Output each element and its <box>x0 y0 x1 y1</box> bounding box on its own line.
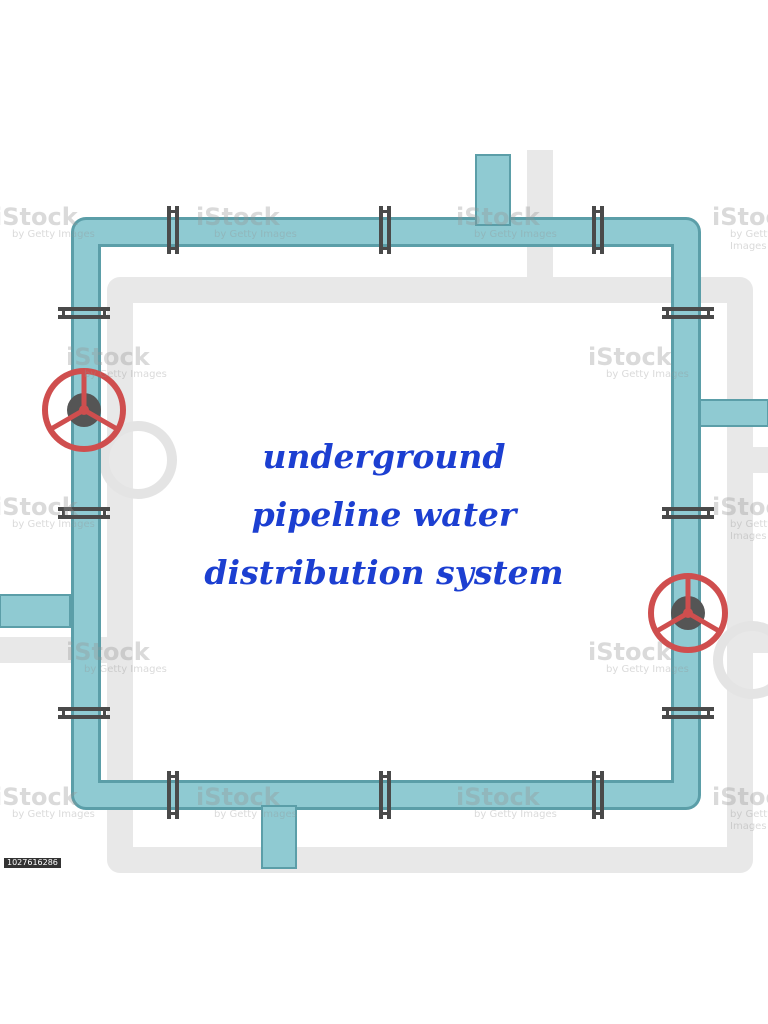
background-pipe-network <box>0 150 768 873</box>
pipe-flange <box>58 307 110 319</box>
pipe-flange <box>167 206 179 254</box>
caption-line-2: pipeline water <box>251 495 517 534</box>
stock-image-id: 1027616286 <box>4 858 61 868</box>
pipe-flange <box>662 707 714 719</box>
pipe-flange <box>662 507 714 519</box>
valve-left <box>42 368 126 452</box>
pipe-flange <box>58 507 110 519</box>
pipe-flange <box>167 771 179 819</box>
caption-line-3: distribution system <box>204 553 564 592</box>
caption-line-1: underground <box>262 437 506 476</box>
pipe-flange <box>379 771 391 819</box>
pipe-flange <box>379 206 391 254</box>
pipe-flange <box>58 707 110 719</box>
valve-right <box>648 573 728 653</box>
pipe-flange <box>662 307 714 319</box>
valve-wheel-icon <box>654 574 722 634</box>
pipe-flange <box>592 206 604 254</box>
diagram-caption: underground pipeline water distribution … <box>184 428 584 602</box>
main-pipe-loop <box>71 217 701 810</box>
branch-pipes <box>0 154 768 869</box>
valve-wheel-icon <box>48 369 120 432</box>
pipe-flange <box>592 771 604 819</box>
pipe-flanges <box>58 206 714 819</box>
background-valves <box>99 421 768 699</box>
